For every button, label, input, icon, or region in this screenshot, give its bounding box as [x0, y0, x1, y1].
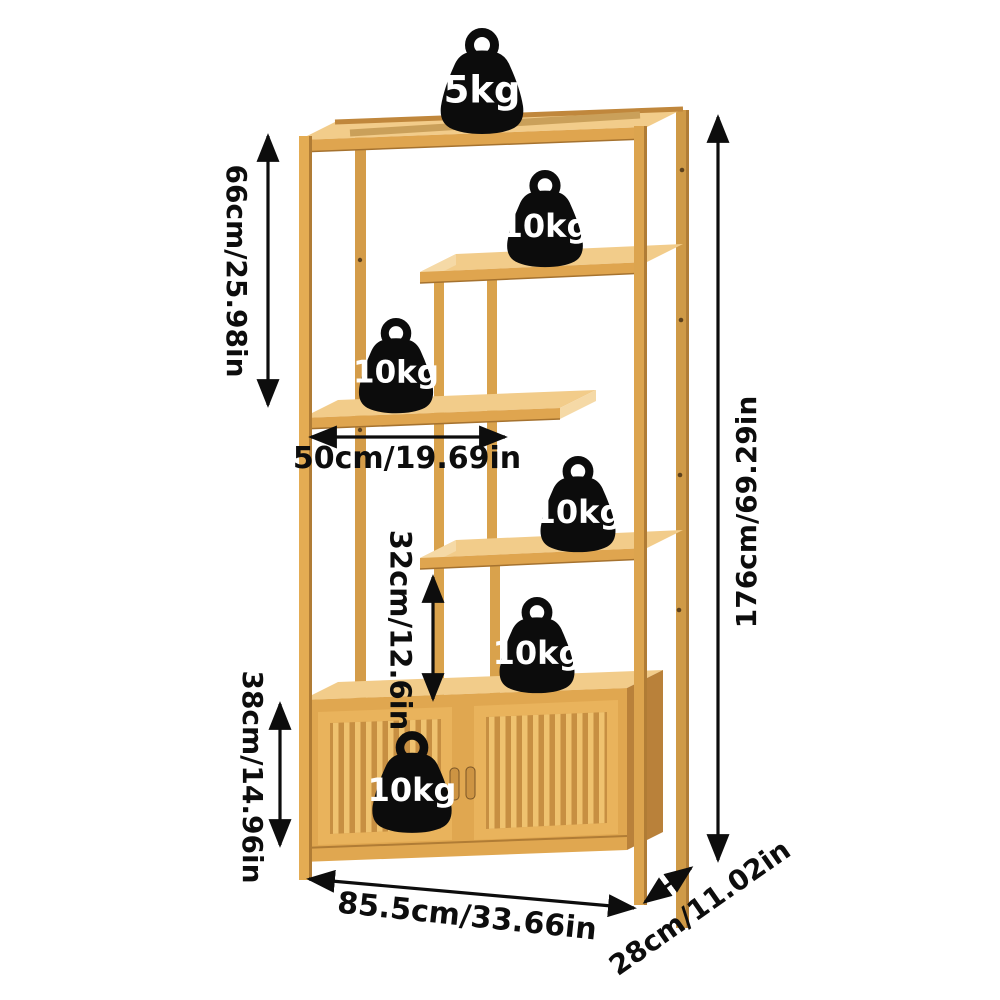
- dim-label-middle-gap-height: 32cm/12.6in: [383, 529, 418, 731]
- weight-label: 10kg: [353, 354, 439, 391]
- weight-label: 10kg: [500, 207, 590, 246]
- weight-icon-10kg-shelf3: 10kg: [350, 318, 442, 415]
- weight-icon-10kg-shelf2: 10kg: [497, 170, 593, 269]
- weight-label: 10kg: [367, 771, 457, 810]
- shelf-3: [301, 390, 596, 430]
- back-posts: [355, 110, 689, 928]
- dim-label-shelf-width: 50cm/19.69in: [292, 441, 522, 476]
- dim-label-upper-left-height: 66cm/25.98in: [220, 164, 253, 378]
- kettlebell-weight-icon: [440, 28, 524, 134]
- kettlebell-weight-icon: [507, 170, 583, 268]
- dimension-arrows: [256, 114, 730, 918]
- arrow-85cm: [306, 869, 637, 918]
- arrow-28cm: [642, 866, 694, 904]
- weight-label: 5kg: [443, 68, 521, 112]
- weight-label: 10kg: [533, 492, 623, 531]
- door-handles: [449, 766, 476, 801]
- weight-label: 10kg: [492, 633, 582, 672]
- cabinet: [301, 670, 663, 862]
- dim-label-overall-height: 176cm/69.29in: [730, 395, 763, 629]
- weight-icon-10kg-shelf4: 10kg: [530, 456, 626, 554]
- kettlebell-weight-icon: [358, 318, 434, 414]
- kettlebell-weight-icon: [499, 597, 575, 694]
- dim-label-cabinet-height: 38cm/14.96in: [236, 670, 269, 884]
- weight-icon-5kg: 5kg: [430, 28, 534, 136]
- cabinet-door-right: [474, 700, 618, 840]
- kettlebell-weight-icon: [540, 456, 616, 553]
- weight-icon-10kg-cabinet-top: 10kg: [489, 597, 585, 695]
- kettlebell-weight-icon: [372, 731, 452, 833]
- front-posts: [299, 126, 647, 905]
- weight-icon-10kg-cabinet-front: 10kg: [364, 731, 460, 835]
